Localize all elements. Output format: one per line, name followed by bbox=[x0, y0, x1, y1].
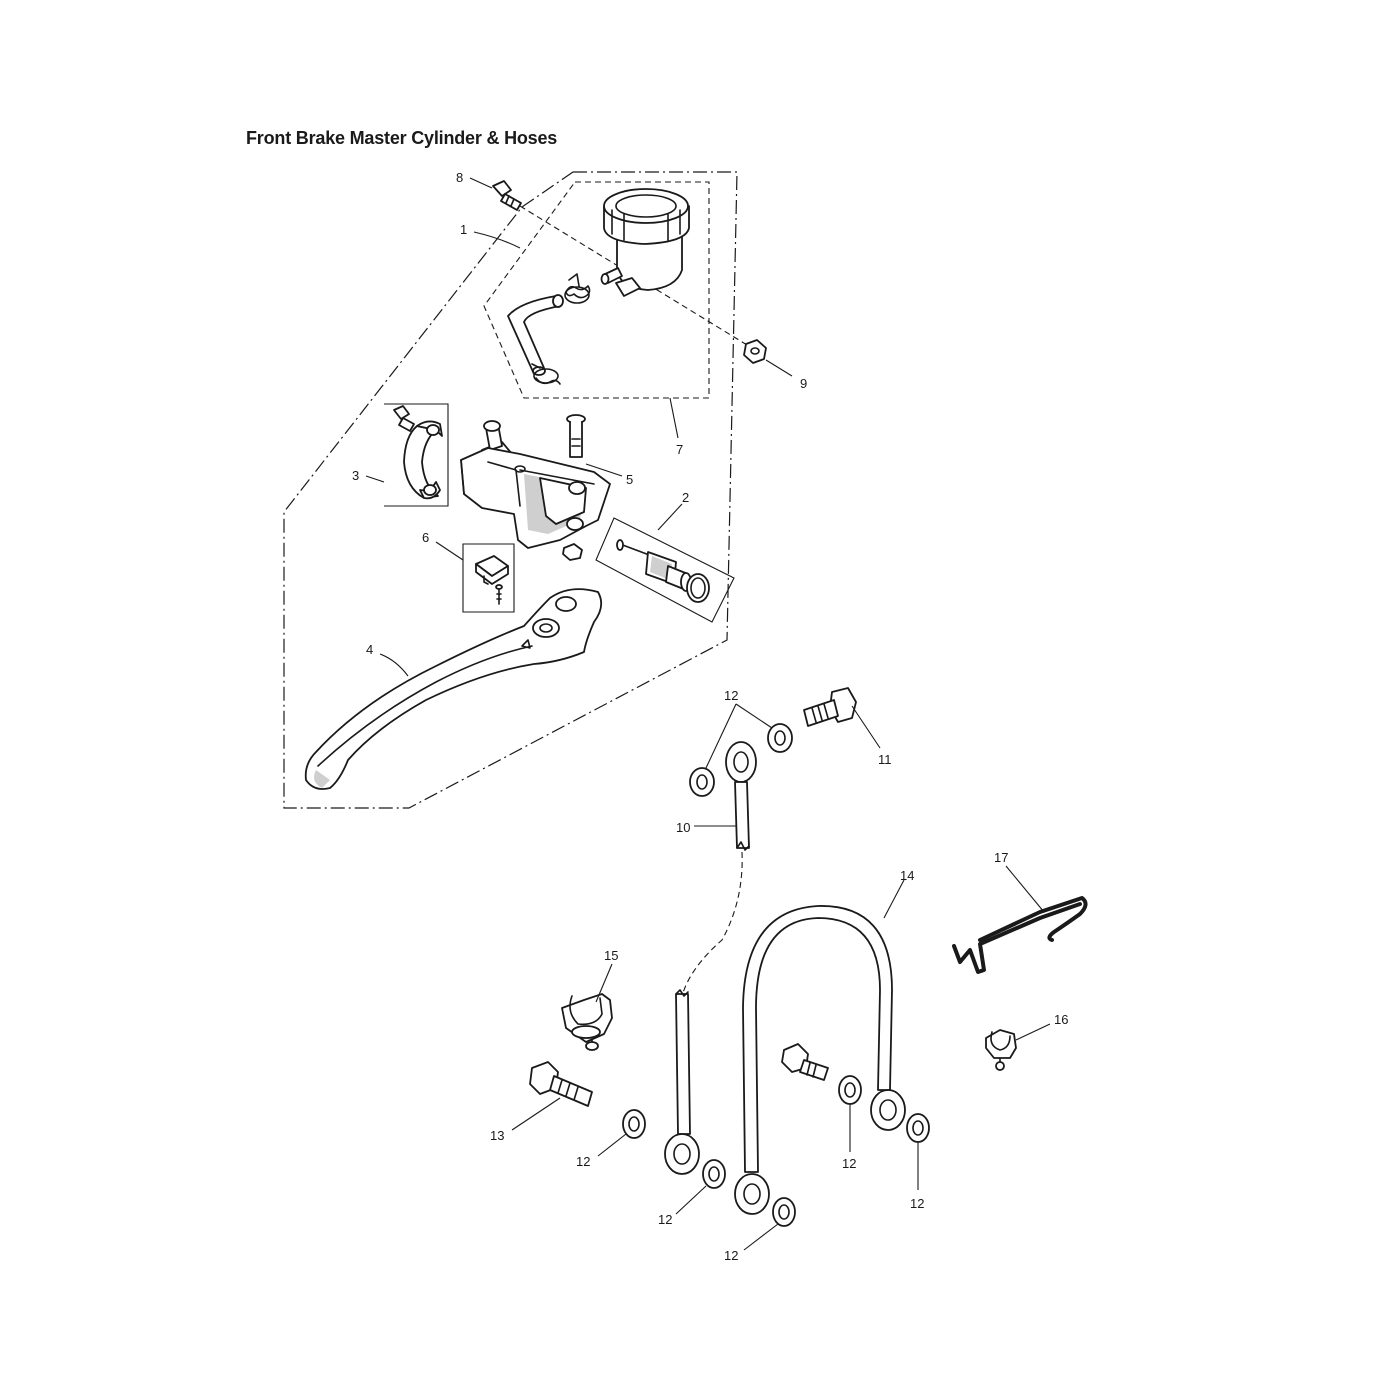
hose-clip-15 bbox=[561, 993, 613, 1051]
reservoir-bolt-8 bbox=[492, 180, 522, 211]
handlebar-clamp-3 bbox=[393, 405, 443, 500]
hose-clip-16 bbox=[985, 1029, 1017, 1071]
callout-12-e: 12 bbox=[910, 1196, 924, 1211]
banjo-bolt-13 bbox=[529, 1061, 593, 1107]
bolt-axis-line bbox=[519, 205, 753, 349]
callout-15: 15 bbox=[604, 948, 618, 963]
reservoir-kit-boundary-7 bbox=[483, 181, 710, 399]
reservoir-hose bbox=[507, 294, 564, 376]
callout-13: 13 bbox=[490, 1128, 504, 1143]
sealing-washer-12-a bbox=[622, 1109, 646, 1139]
callout-12-top: 12 bbox=[724, 688, 738, 703]
brake-fluid-reservoir bbox=[600, 188, 690, 297]
diagram-title: Front Brake Master Cylinder & Hoses bbox=[246, 128, 558, 148]
leader-lines bbox=[365, 177, 1051, 1251]
switch-kit-bracket-6 bbox=[462, 543, 515, 613]
banjo-bolt-11 bbox=[803, 687, 857, 727]
callout-17: 17 bbox=[994, 850, 1008, 865]
brake-hose-10 bbox=[664, 741, 757, 1175]
callout-3: 3 bbox=[352, 468, 359, 483]
sealing-washer-12-upper-left bbox=[689, 767, 715, 797]
callout-12-c: 12 bbox=[724, 1248, 738, 1263]
brake-light-switch-6 bbox=[475, 555, 509, 605]
clamp-kit-bracket-3 bbox=[384, 403, 449, 507]
callout-11: 11 bbox=[878, 752, 892, 767]
callout-10: 10 bbox=[676, 820, 690, 835]
wire-clip-17 bbox=[952, 896, 1088, 974]
master-cylinder-body bbox=[460, 420, 611, 561]
hose-clip-lower bbox=[531, 363, 561, 385]
brake-hose-14 bbox=[734, 905, 906, 1215]
callout-12-d: 12 bbox=[842, 1156, 856, 1171]
sealing-washer-12-d bbox=[838, 1075, 862, 1105]
assembly-boundary-1 bbox=[283, 171, 738, 809]
callout-4: 4 bbox=[366, 642, 373, 657]
callout-12-a: 12 bbox=[576, 1154, 590, 1169]
callout-2: 2 bbox=[682, 490, 689, 505]
piston-kit-bracket-2 bbox=[595, 517, 735, 623]
sealing-washer-12-upper-right bbox=[767, 723, 793, 753]
piston-kit-2 bbox=[616, 539, 710, 603]
brake-lever-4 bbox=[304, 588, 603, 790]
callout-14: 14 bbox=[900, 868, 914, 883]
sealing-washer-12-b bbox=[702, 1159, 726, 1189]
banjo-bolt-middle bbox=[781, 1043, 829, 1081]
callout-labels: 8 1 9 7 3 5 2 6 4 12 11 10 14 17 15 16 1… bbox=[352, 170, 1068, 1263]
callout-7: 7 bbox=[676, 442, 683, 457]
callout-6: 6 bbox=[422, 530, 429, 545]
callout-9: 9 bbox=[800, 376, 807, 391]
callout-8: 8 bbox=[456, 170, 463, 185]
callout-12-b: 12 bbox=[658, 1212, 672, 1227]
callout-16: 16 bbox=[1054, 1012, 1068, 1027]
sealing-washer-12-e bbox=[906, 1113, 930, 1143]
lever-pivot-bolt-5 bbox=[566, 414, 586, 458]
hose-clip-upper bbox=[564, 273, 591, 304]
reservoir-nut-9 bbox=[743, 339, 767, 364]
callout-5: 5 bbox=[626, 472, 633, 487]
callout-1: 1 bbox=[460, 222, 467, 237]
sealing-washer-12-c bbox=[772, 1197, 796, 1227]
